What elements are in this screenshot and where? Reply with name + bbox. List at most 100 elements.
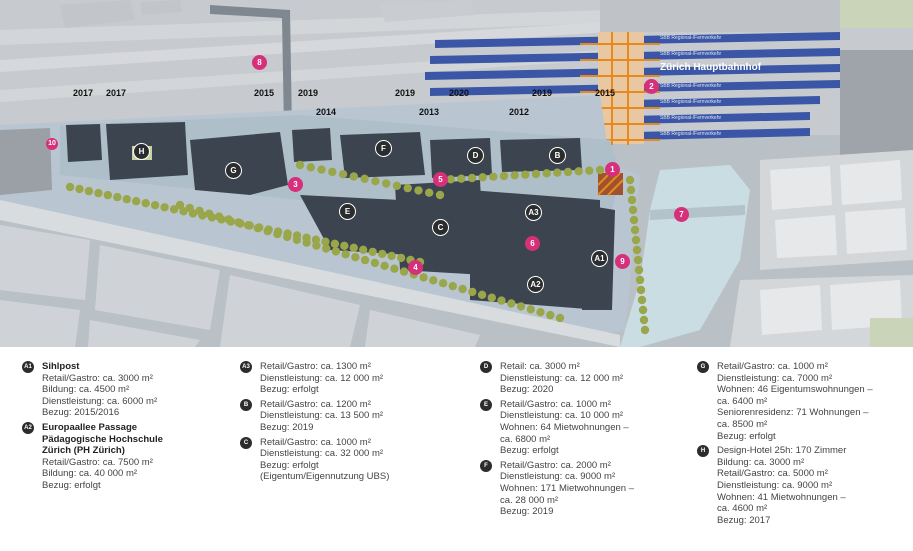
tree: [625, 175, 635, 185]
tree: [585, 166, 594, 175]
tree: [321, 237, 330, 246]
legend-badge: A3: [240, 361, 252, 373]
legend-line: Wohnen: 46 Eigentumswohnungen –: [717, 384, 873, 396]
legend-line: Retail/Gastro: ca. 1200 m²: [260, 398, 371, 410]
legend-title: Europaallee Passage: [42, 421, 138, 433]
poi-marker-5[interactable]: 5: [433, 172, 448, 187]
tree: [214, 212, 224, 221]
legend-line: Retail/Gastro: ca. 2000 m²: [500, 459, 611, 471]
legend-title: Pädagogische Hochschule: [42, 433, 163, 445]
track-label: SBB Regional-/Fernverkehr: [660, 115, 722, 121]
legend-badge: E: [480, 398, 492, 411]
tree: [273, 229, 282, 239]
year-label: 2020: [449, 88, 470, 98]
tree: [526, 305, 535, 314]
poi-marker-7[interactable]: 7: [674, 207, 689, 222]
year-label: 2017: [73, 88, 94, 98]
tree-rows: [65, 160, 650, 335]
building-marker-e[interactable]: E: [339, 203, 356, 220]
tree: [368, 247, 377, 257]
tree: [531, 169, 541, 179]
tree: [396, 253, 406, 263]
track-label: SBB Regional-/Fernverkehr: [660, 83, 722, 89]
map-graphic: [0, 0, 913, 347]
legend-line: ca. 4600 m²: [717, 503, 768, 515]
tree: [295, 160, 305, 170]
tree: [640, 325, 650, 335]
legend-line: Bezug: 2019: [260, 421, 314, 433]
poi-marker-1[interactable]: 1: [605, 162, 620, 177]
tree: [244, 221, 253, 230]
building-marker-a1[interactable]: A1: [591, 250, 608, 267]
poi-marker-10[interactable]: 10: [46, 138, 58, 150]
tree: [185, 203, 194, 213]
legend-line: Bezug: 2015/2016: [42, 407, 120, 419]
tree: [283, 232, 292, 242]
building-marker-b[interactable]: B: [549, 147, 566, 164]
tree: [536, 308, 545, 317]
poi-marker-3[interactable]: 3: [288, 177, 303, 192]
tree: [317, 165, 326, 174]
poi-marker-2[interactable]: 2: [644, 79, 659, 94]
legend-line: Seniorenresidenz: 71 Wohnungen –: [717, 407, 869, 419]
building-marker-a2[interactable]: A2: [527, 276, 544, 293]
poi-marker-6[interactable]: 6: [525, 236, 540, 251]
year-label: 2019: [532, 88, 553, 98]
tree: [419, 273, 428, 282]
legend-line: Dienstleistung: ca. 13 500 m²: [260, 410, 384, 422]
poi-marker-9[interactable]: 9: [615, 254, 630, 269]
track-label: SBB Regional-/Fernverkehr: [660, 99, 722, 105]
tree: [351, 253, 360, 262]
tree: [478, 173, 487, 182]
tree: [497, 296, 506, 305]
legend-line: Dienstleistung: ca. 6000 m²: [42, 395, 158, 407]
legend-badge: C: [240, 436, 252, 449]
tree: [349, 172, 358, 181]
tree: [306, 163, 315, 172]
year-label: 2015: [595, 88, 616, 98]
legend-line: ca. 6800 m²: [500, 433, 551, 445]
building-marker-g[interactable]: G: [225, 162, 242, 179]
tree: [382, 179, 391, 188]
year-label: 2013: [419, 107, 440, 117]
building-marker-f[interactable]: F: [375, 140, 392, 157]
tree: [639, 315, 649, 325]
poi-marker-8[interactable]: 8: [252, 55, 267, 70]
station-label: Zürich Hauptbahnhof: [660, 62, 762, 73]
building-marker-d[interactable]: D: [467, 147, 484, 164]
tree: [403, 183, 412, 193]
tree: [75, 184, 84, 194]
building-marker-c[interactable]: C: [432, 219, 449, 236]
tree: [340, 241, 349, 250]
tree: [341, 250, 350, 259]
legend-badge: G: [697, 361, 709, 373]
tree: [635, 275, 645, 285]
legend-line: Bezug: erfolgt: [260, 459, 319, 471]
tree: [113, 192, 122, 202]
legend-line: Bildung: ca. 40 000 m²: [42, 468, 138, 480]
legend-line: Dienstleistung: ca. 12 000 m²: [500, 372, 624, 384]
legend-line: Dienstleistung: ca. 12 000 m²: [260, 372, 384, 384]
building-marker-a3[interactable]: A3: [525, 204, 542, 221]
legend-badge: D: [480, 361, 492, 373]
legend-badge: H: [697, 445, 709, 458]
legend-line: Bezug: erfolgt: [260, 384, 319, 396]
tree: [628, 205, 638, 215]
legend-line: Retail/Gastro: ca. 1000 m²: [717, 361, 828, 372]
poi-marker-4[interactable]: 4: [408, 260, 423, 275]
year-label: 2014: [316, 107, 337, 117]
tree: [553, 168, 562, 177]
tree: [150, 201, 160, 210]
legend-line: Bezug: erfolgt: [500, 445, 559, 457]
tree: [634, 265, 644, 275]
legend-line: Dienstleistung: ca. 32 000 m²: [260, 448, 384, 460]
legend-line: Retail: ca. 3000 m²: [500, 361, 580, 372]
tree: [378, 249, 387, 259]
legend-line: Wohnen: 64 Mietwohnungen –: [500, 421, 629, 433]
tree: [626, 185, 636, 195]
tree: [425, 188, 434, 197]
tree: [521, 170, 530, 179]
building-marker-h[interactable]: H: [133, 143, 150, 160]
